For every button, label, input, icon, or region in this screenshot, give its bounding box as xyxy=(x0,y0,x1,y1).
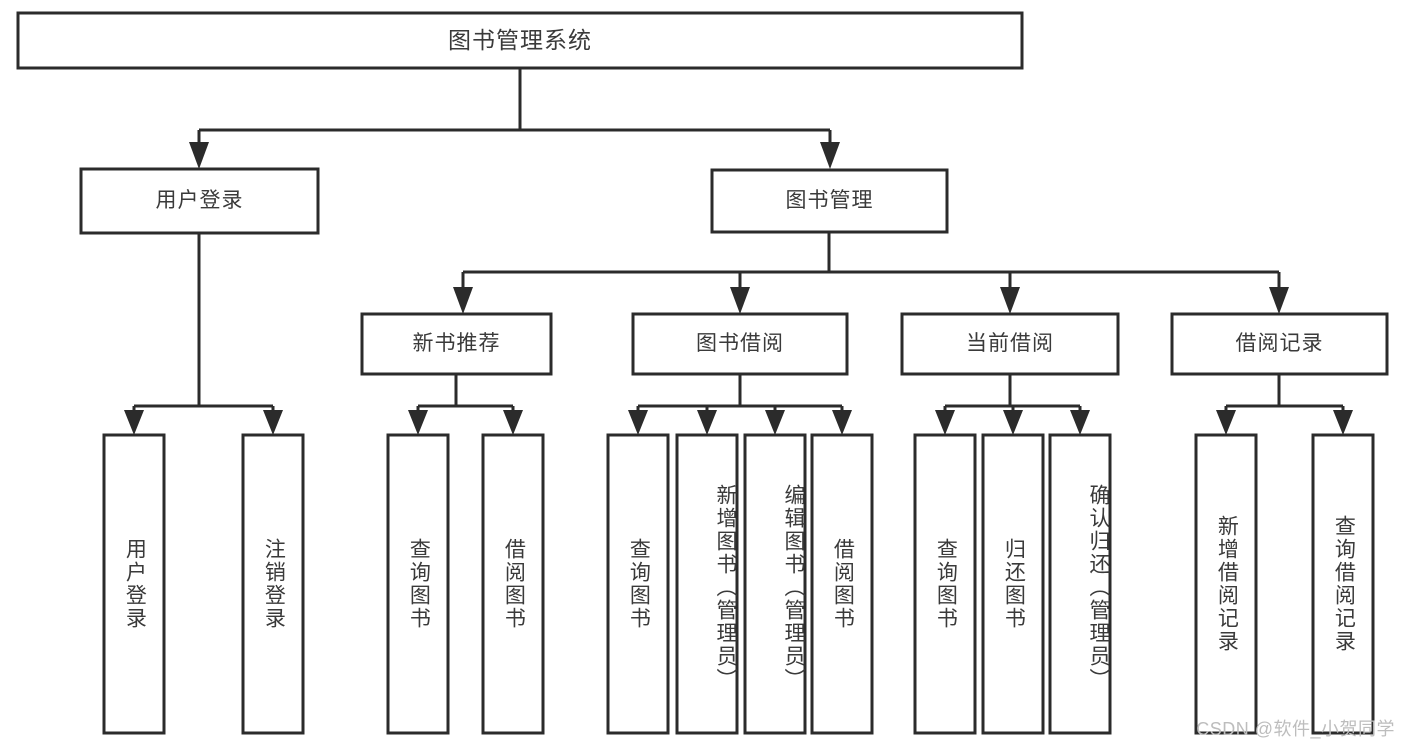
node-box-leaf-query-book-cur[interactable] xyxy=(913,433,977,735)
node-box-leaf-borrow-book-rec[interactable] xyxy=(481,433,545,735)
node-box-leaf-query-record[interactable] xyxy=(1311,433,1375,735)
arrow-head-leaf-borrow-book xyxy=(832,410,852,435)
arrow-head-user-login xyxy=(189,142,209,169)
edge-group-root xyxy=(189,68,840,169)
arrow-head-leaf-return-book xyxy=(1003,410,1023,435)
node-box-book-borrow[interactable] xyxy=(631,312,849,376)
node-box-leaf-query-book[interactable] xyxy=(606,433,670,735)
node-box-root[interactable] xyxy=(16,11,1024,70)
arrow-head-book-manage xyxy=(820,142,840,169)
arrow-head-current-borrow xyxy=(1000,287,1020,314)
arrow-head-leaf-borrow-book-rec xyxy=(503,410,523,435)
node-box-new-book-recommend[interactable] xyxy=(360,312,553,376)
arrow-head-leaf-query-book xyxy=(628,410,648,435)
node-box-leaf-query-book-rec[interactable] xyxy=(386,433,450,735)
node-box-leaf-edit-book[interactable] xyxy=(743,433,807,735)
node-box-book-manage[interactable] xyxy=(710,168,949,234)
arrow-head-leaf-query-book-rec xyxy=(408,410,428,435)
edge-group-current-borrow xyxy=(935,374,1090,435)
arrow-head-leaf-user-login xyxy=(124,410,144,435)
arrow-head-leaf-add-record xyxy=(1216,410,1236,435)
arrow-head-leaf-edit-book xyxy=(765,410,785,435)
node-box-leaf-user-login[interactable] xyxy=(102,433,166,735)
arrow-head-leaf-query-book-cur xyxy=(935,410,955,435)
arrow-head-borrow-record xyxy=(1269,287,1289,314)
arrow-head-leaf-add-book xyxy=(697,410,717,435)
node-box-user-login[interactable] xyxy=(79,167,320,235)
arrow-head-new-book-recommend xyxy=(453,287,473,314)
arrow-head-leaf-query-record xyxy=(1333,410,1353,435)
arrow-head-book-borrow xyxy=(730,287,750,314)
edge-group-book-manage xyxy=(453,232,1289,314)
edge-group-book-borrow xyxy=(628,374,852,435)
node-box-borrow-record[interactable] xyxy=(1170,312,1389,376)
edge-group-new-book-recommend xyxy=(408,374,523,435)
watermark-text: CSDN @软件_小贺同学 xyxy=(1196,719,1395,739)
edge-group-borrow-record xyxy=(1216,374,1353,435)
node-box-leaf-borrow-book[interactable] xyxy=(810,433,874,735)
node-box-leaf-add-book[interactable] xyxy=(675,433,739,735)
node-box-leaf-add-record[interactable] xyxy=(1194,433,1258,735)
edge-group-user-login xyxy=(124,233,283,435)
arrow-head-leaf-logout xyxy=(263,410,283,435)
node-box-leaf-return-book[interactable] xyxy=(981,433,1045,735)
arrow-head-leaf-confirm-return xyxy=(1070,410,1090,435)
node-box-leaf-logout[interactable] xyxy=(241,433,305,735)
node-box-current-borrow[interactable] xyxy=(900,312,1120,376)
node-box-leaf-confirm-return[interactable] xyxy=(1048,433,1112,735)
